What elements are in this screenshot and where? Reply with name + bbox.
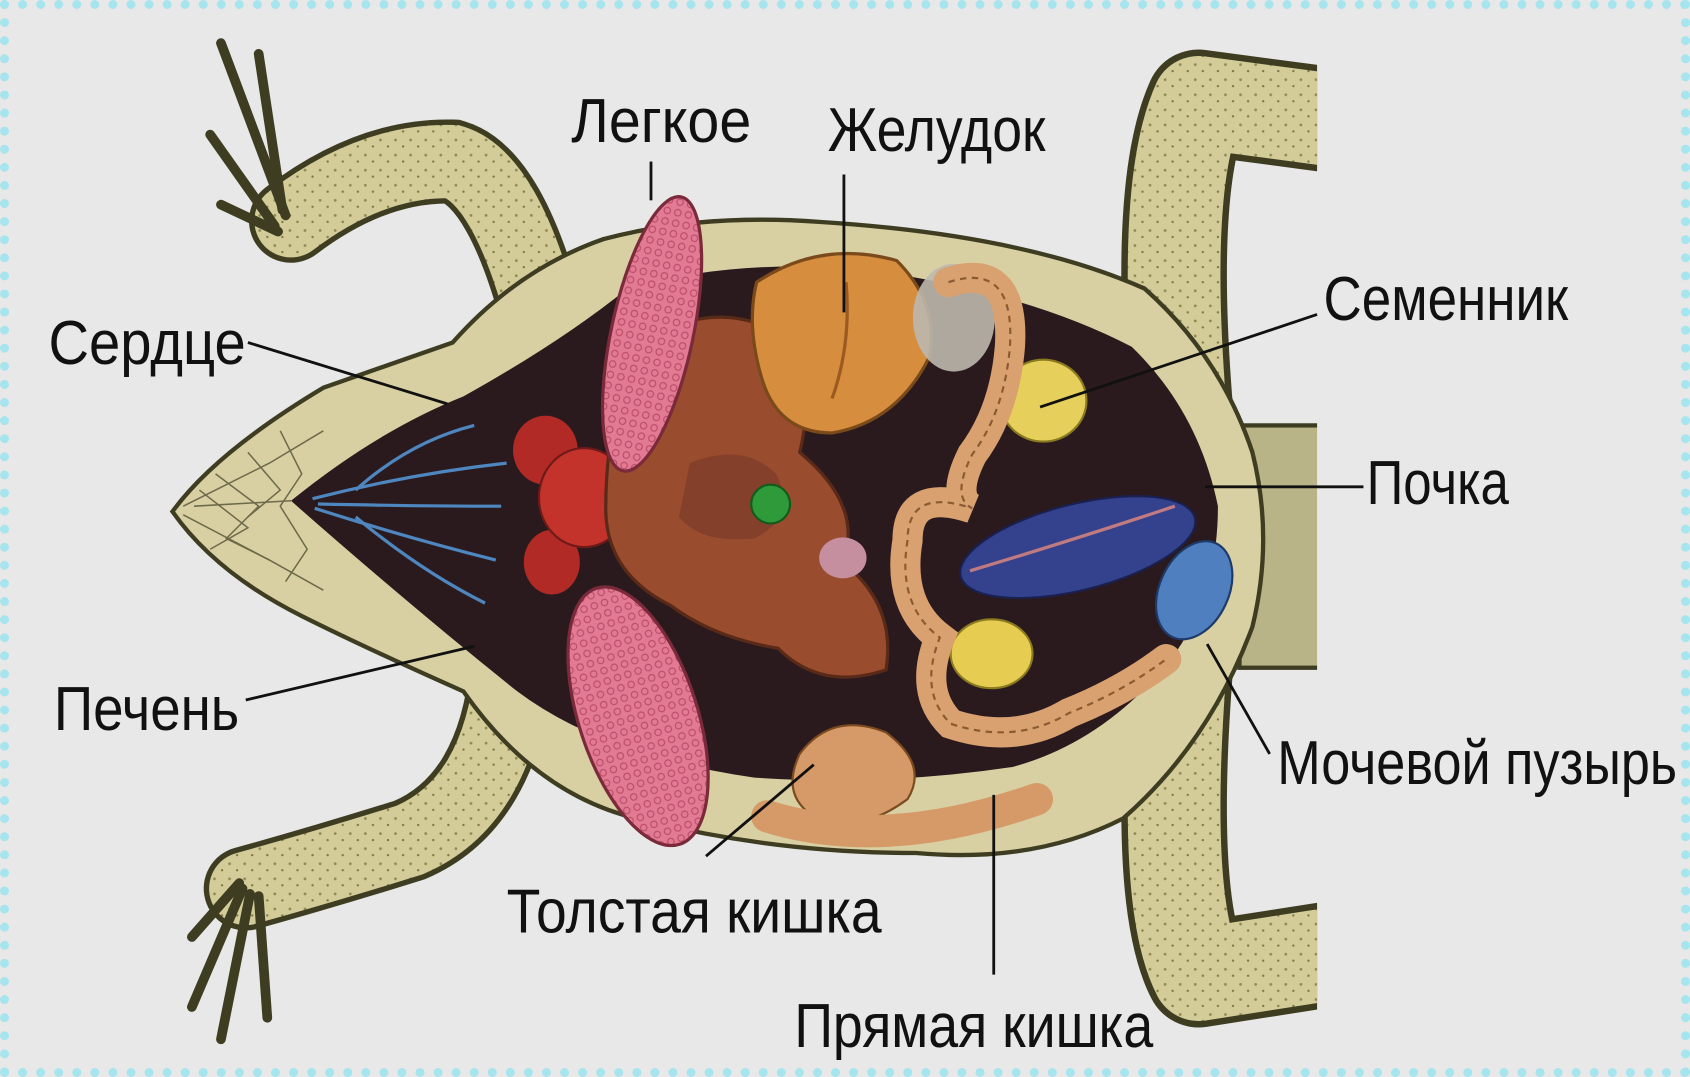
label-bladder: Мочевой пузырь: [1277, 728, 1677, 798]
label-testis: Семенник: [1324, 264, 1569, 334]
label-liver: Печень: [54, 674, 239, 744]
label-kidney: Почка: [1367, 448, 1509, 518]
label-rectum: Прямая кишка: [794, 991, 1153, 1061]
fat-body: [951, 619, 1033, 688]
label-large-intestine: Толстая кишка: [507, 877, 882, 947]
lower-left-hand-fingers: [192, 883, 267, 1039]
pancreas-lump: [819, 537, 866, 578]
label-lung: Легкое: [571, 86, 751, 156]
gall-bladder: [751, 485, 790, 524]
label-stomach: Желудок: [828, 95, 1046, 165]
label-heart: Сердце: [49, 308, 246, 378]
